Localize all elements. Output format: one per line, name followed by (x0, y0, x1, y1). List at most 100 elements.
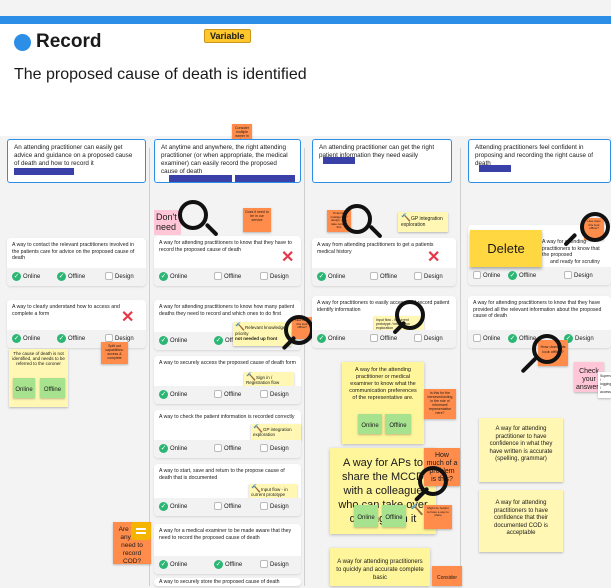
capability-card[interactable]: A way to start, save and return to the p… (154, 464, 301, 516)
offline-option[interactable]: Offline (370, 272, 397, 282)
hammer-icon: 🔨 (401, 213, 411, 222)
capability-card[interactable]: A way from attending practitioners to ge… (312, 238, 456, 286)
x-icon[interactable]: ✕ (427, 249, 441, 266)
online-option[interactable]: ✓Online (317, 272, 346, 281)
capability-card[interactable]: A way for attending practitioners to kno… (154, 236, 301, 286)
sticky-note[interactable]: Might be helpful to have a way to share (424, 505, 452, 529)
hammer-icon: 🔨 (251, 484, 261, 493)
checkbox-icon (414, 272, 422, 281)
magnifier-icon (563, 212, 611, 252)
sticky-online[interactable]: Online (354, 505, 378, 527)
sticky-note[interactable]: Does it need to be in our service (243, 208, 271, 232)
sticky-text: A way for the attending practitioner or … (349, 367, 417, 401)
design-option[interactable]: Design (260, 560, 289, 570)
card-text: A way to clearly understand how to acces… (12, 304, 120, 317)
design-option[interactable]: Design (260, 390, 289, 400)
capability-card[interactable]: A way to check the patient information i… (154, 410, 301, 458)
sticky-text: A way for APs to share the MCCD with a c… (338, 457, 428, 525)
variable-badge[interactable]: Variable (204, 29, 251, 43)
checkbox-icon (370, 334, 378, 343)
sticky-note[interactable]: Consider (432, 566, 462, 586)
online-option[interactable]: ✓Online (12, 272, 41, 281)
capability-card[interactable]: A way to securely access the proposed ca… (154, 356, 301, 404)
offline-option[interactable]: ✓Offline (57, 272, 86, 281)
sticky-offline[interactable]: Offline (382, 505, 406, 527)
card-options: ✓Online Offline Design (312, 268, 456, 286)
column-header-3[interactable]: An attending practitioner can get the ri… (312, 139, 452, 183)
x-icon[interactable]: ✕ (281, 249, 295, 266)
sticky-online[interactable]: Online (358, 414, 382, 434)
design-option[interactable]: Design (105, 272, 134, 282)
capability-card[interactable]: A way to securely store the proposed cau… (154, 578, 301, 586)
card-options: ✓Online ✓Offline Design (154, 556, 301, 574)
comment-icon[interactable] (131, 522, 151, 540)
design-option[interactable]: Design (414, 334, 443, 344)
online-option[interactable]: ✓Online (159, 444, 188, 453)
online-option[interactable]: ✓Online (317, 334, 346, 343)
offline-option[interactable]: Offline (214, 390, 241, 400)
online-option[interactable]: ✓Online (12, 334, 41, 343)
check-icon: ✓ (159, 336, 168, 345)
card-text: A way for attending practitioners to kno… (159, 240, 292, 253)
column-divider (460, 148, 461, 586)
design-option[interactable]: ✓Design (564, 334, 594, 343)
online-option[interactable]: ✓Online (159, 560, 188, 569)
sticky-note[interactable]: A way for attending practitioner to have… (479, 418, 563, 482)
magnifier-icon (413, 466, 458, 516)
capability-card[interactable]: A way for a medical examiner to be made … (154, 524, 301, 574)
design-option[interactable]: Design (105, 334, 134, 344)
sticky-offline[interactable]: Offline (385, 414, 411, 434)
check-icon: ✓ (508, 271, 517, 280)
dont-need-note[interactable]: Don't need (154, 210, 181, 235)
offline-option[interactable]: Offline (370, 334, 397, 344)
design-option[interactable]: Design (260, 444, 289, 454)
card-text: A way for practitioners to easily access… (317, 300, 450, 313)
online-option[interactable]: ✓Online (159, 390, 188, 399)
capability-card[interactable]: A way to clearly understand how to acces… (7, 300, 146, 348)
offline-option[interactable]: ✓Offline (57, 334, 86, 343)
design-option[interactable]: Design (414, 272, 443, 282)
sticky-online[interactable]: Online (13, 378, 35, 398)
online-option[interactable]: ✓Online (159, 272, 188, 281)
online-option[interactable]: Online (473, 271, 500, 281)
offline-option[interactable]: ✓Offline (508, 334, 537, 343)
capability-card[interactable]: A way to contact the relevant practition… (7, 238, 146, 286)
online-option[interactable]: ✓Online (159, 336, 188, 345)
card-options: Online ✓Offline Design (468, 267, 611, 285)
x-icon[interactable]: ✕ (121, 309, 135, 326)
online-option[interactable]: Online (473, 334, 500, 344)
sticky-note[interactable]: Supervision / logging / access (598, 372, 611, 398)
column-header-4[interactable]: Attending practitioners feel confident i… (468, 139, 611, 183)
column-divider (304, 148, 305, 586)
offline-option[interactable]: Offline (214, 444, 241, 454)
offline-option[interactable]: Offline (214, 272, 241, 282)
column-header-text: An attending practitioner can get the ri… (319, 144, 435, 159)
sticky-note[interactable]: A way for the attending practitioner or … (342, 362, 424, 444)
sticky-note[interactable]: Split out capabilities: access & complet… (101, 342, 128, 364)
column-header-1[interactable]: An attending practitioner can easily get… (7, 139, 146, 183)
offline-option[interactable]: ✓Offline (214, 560, 243, 569)
capability-card[interactable]: A way for practitioners to easily access… (312, 296, 456, 348)
design-option[interactable]: Design (260, 502, 289, 512)
design-option[interactable]: Design (260, 272, 289, 282)
sticky-note[interactable]: 🔨GP integration exploration (398, 212, 448, 232)
sticky-note[interactable]: Is this for the bereaved/acting in the r… (424, 389, 456, 419)
sticky-note[interactable]: 🔨Sign in / Registration flow (244, 372, 294, 386)
check-icon: ✓ (317, 272, 326, 281)
offline-option[interactable]: Offline (214, 502, 241, 512)
checkbox-icon (564, 271, 572, 280)
checkbox-icon (414, 334, 422, 343)
sticky-note[interactable]: A way for attending practitioners to hav… (479, 490, 563, 552)
online-option[interactable]: ✓Online (159, 502, 188, 511)
design-option[interactable]: Design (564, 271, 593, 281)
sticky-note[interactable]: 🔨GP integration exploration (251, 424, 301, 440)
sticky-note[interactable]: A way for attending practitioners to qui… (330, 548, 430, 586)
card-text: A way for attending practitioners to kno… (473, 300, 602, 319)
sticky-note[interactable]: 🔨Input flow - in current prototype (249, 484, 297, 498)
offline-option[interactable]: ✓Offline (508, 271, 537, 280)
sticky-offline[interactable]: Offline (40, 378, 65, 398)
column-header-2[interactable]: At anytime and anywhere, the right atten… (154, 139, 301, 183)
column-header-bar (169, 175, 232, 182)
delete-note[interactable]: Delete (470, 230, 542, 267)
